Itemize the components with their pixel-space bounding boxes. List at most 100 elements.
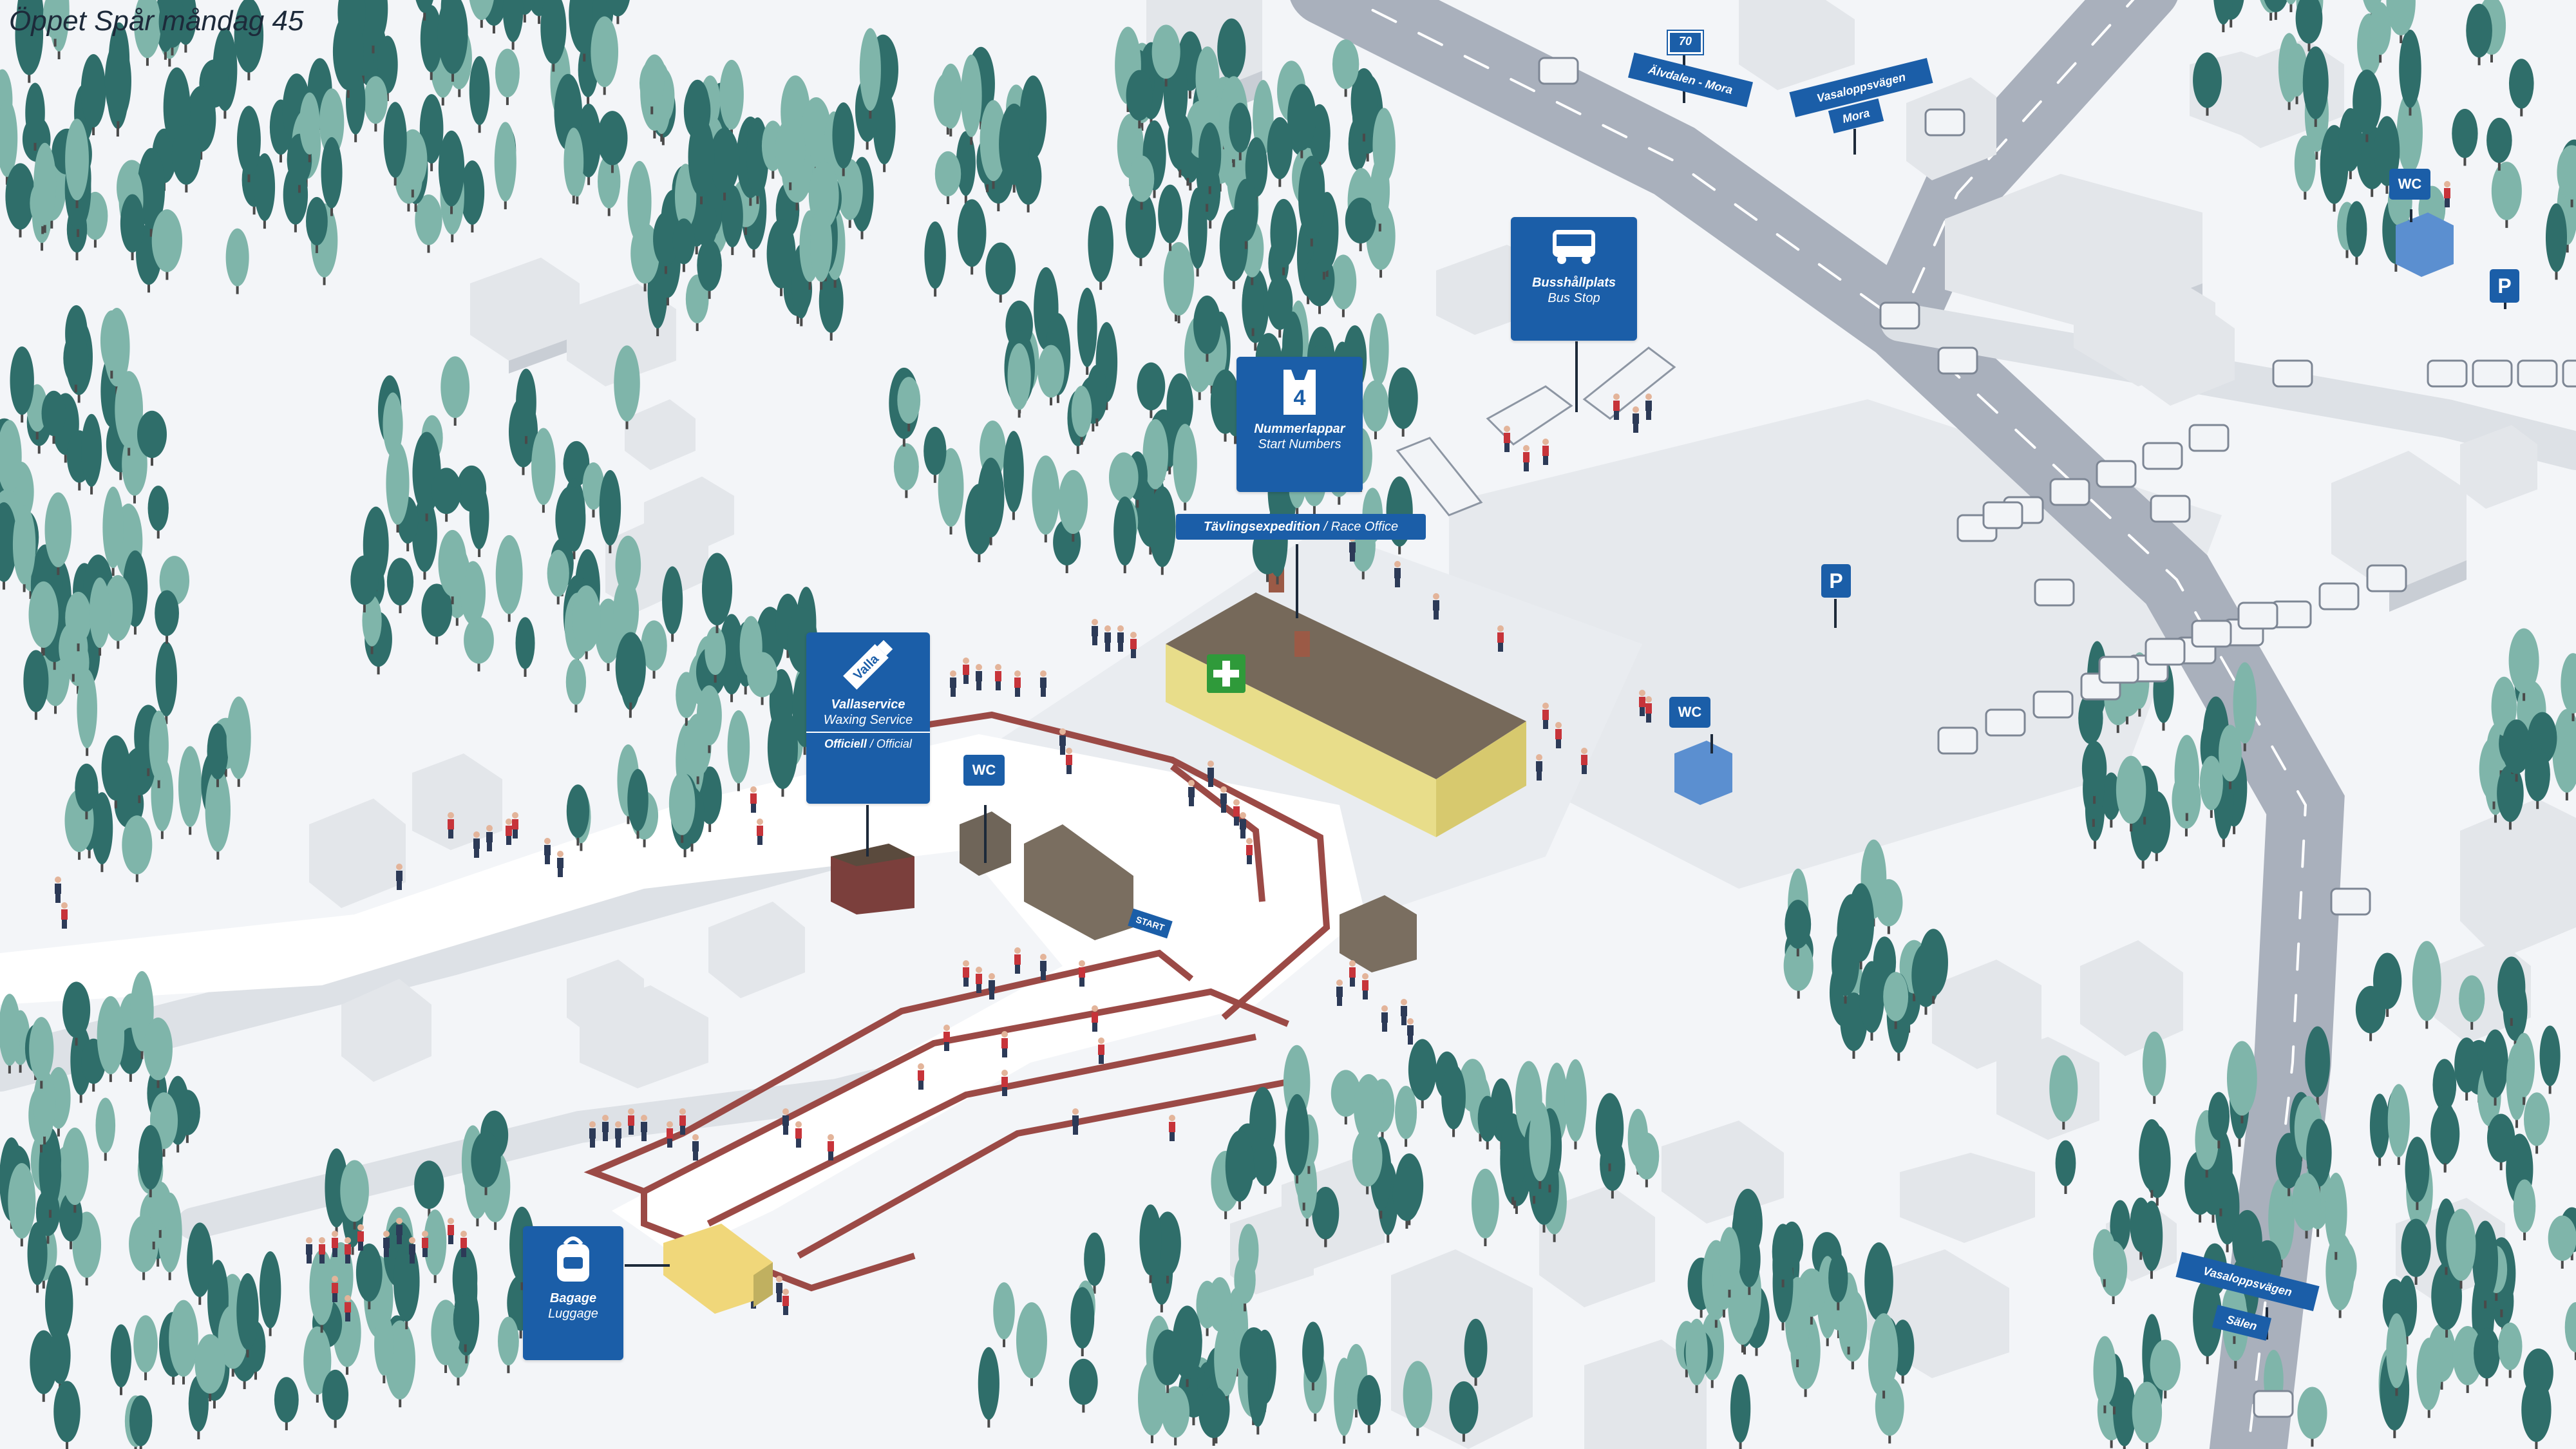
tree [564,128,584,204]
tree [1188,187,1208,277]
tree [2473,1327,2501,1387]
tree [29,1017,54,1089]
tree [374,1312,394,1384]
tree [2213,0,2233,33]
tree [322,1369,349,1428]
tree [115,371,144,456]
tree [178,746,202,835]
building [1900,1153,2035,1243]
poi-waxing-sub-en: Official [876,737,912,750]
building [644,477,734,560]
tree [61,1127,89,1213]
tree [540,0,567,72]
tree [332,13,364,98]
tree [2139,1119,2165,1198]
tree [1229,102,1252,160]
tree [2101,772,2121,828]
tree [960,54,982,145]
skier [345,1237,351,1264]
tree [187,1222,213,1305]
tree [340,1160,369,1230]
tree [1785,900,1812,957]
tree [122,815,153,882]
tree [101,735,131,809]
tree [236,106,261,182]
parking-marker[interactable]: P [2490,269,2519,303]
parking-marker[interactable]: P [1821,564,1851,598]
tree [1069,1358,1098,1413]
tree [1007,343,1031,418]
skier [486,825,493,851]
tree [2386,1313,2407,1396]
wc-marker[interactable]: WC [963,755,1005,786]
tree [171,124,201,193]
tree [415,194,442,253]
tree [2369,1094,2390,1166]
tree [2286,43,2308,104]
skier [1130,632,1137,658]
tree [2521,1378,2552,1449]
cars [1538,57,2576,1418]
route-number-sign: 70 [1667,30,1704,55]
tree [2174,735,2200,821]
skier [345,1295,351,1321]
tree [597,154,621,216]
tree [1125,191,1157,267]
tree [1077,287,1097,375]
tree [2387,1084,2410,1165]
tree [1529,1101,1551,1189]
poi-waxing-service[interactable]: Valla Vallaservice Waxing Service Offici… [806,632,930,804]
tree [566,784,590,846]
building [1739,0,1855,90]
tree [597,111,628,173]
wc-marker[interactable]: WC [1669,697,1710,728]
poi-race-office[interactable]: Tävlingsexpedition / Race Office [1176,514,1426,540]
skier [396,1218,402,1244]
tree [1113,496,1137,574]
bib-number: 4 [1294,386,1306,410]
tree [1234,178,1258,249]
tree [33,142,57,233]
tree [1163,242,1195,323]
car [1982,501,2023,529]
skier [667,1121,673,1148]
poi-bus-stop[interactable]: Busshållplats Bus Stop [1511,217,1637,341]
tree [1718,1227,1741,1298]
tree [65,591,91,652]
tree [1449,1381,1479,1442]
tree [80,54,106,136]
skier [473,831,480,858]
tree [1848,883,1875,970]
building [2080,940,2183,1056]
tree [672,218,696,272]
tree [464,617,494,672]
tree [2142,1031,2166,1104]
car [2366,564,2407,592]
tree [993,1282,1015,1347]
tree [49,1327,71,1392]
tree [832,102,855,176]
skier [319,1237,325,1264]
tree [110,1324,132,1396]
tree [350,555,379,612]
skier [1407,1018,1414,1045]
skier [1208,761,1214,787]
poi-start-numbers-name-en: Start Numbers [1258,437,1341,451]
tree [662,566,683,642]
tree [977,457,1005,545]
tree [147,486,169,539]
tree [41,390,66,444]
poi-luggage[interactable]: Bagage Luggage [523,1226,623,1360]
tree [615,632,646,710]
tree [2297,1387,2327,1447]
wc-marker[interactable]: WC [2389,169,2430,200]
bib-icon: 4 [1283,370,1316,415]
skier [602,1115,609,1141]
tree [431,1300,460,1373]
tree [386,442,410,533]
tree [591,16,619,95]
tree [1267,274,1293,338]
tree [53,1381,80,1449]
poi-start-numbers[interactable]: 4 Nummerlappar Start Numbers [1236,357,1363,492]
